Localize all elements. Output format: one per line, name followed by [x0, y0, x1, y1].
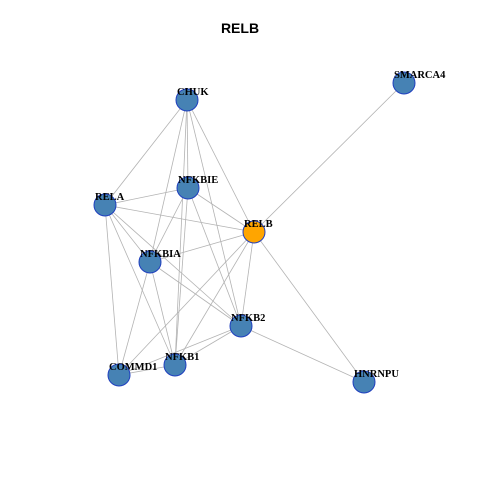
node-nfkb1	[163, 353, 187, 377]
edge-nfkb2-hnrnpu	[240, 325, 365, 383]
node-nfkb2	[229, 314, 253, 338]
node-rela	[93, 193, 117, 217]
edge-nfkbie-nfkb2	[187, 187, 242, 327]
node-label-smarca4: SMARCA4	[394, 70, 446, 81]
node-label-nfkbie: NFKBIE	[178, 175, 218, 186]
edge-relb-nfkb1	[174, 231, 255, 366]
node-hnrnpu	[352, 370, 376, 394]
node-label-nfkb1: NFKB1	[165, 352, 199, 363]
graph-title: RELB	[220, 20, 260, 36]
edge-smarca4-relb	[253, 82, 405, 233]
edge-relb-hnrnpu	[253, 231, 365, 383]
edge-rela-commd1	[104, 204, 120, 376]
edge-chuk-nfkbie	[186, 99, 189, 189]
edge-nfkbia-nfkb1	[149, 261, 176, 366]
edge-nfkbie-nfkb1	[174, 187, 189, 366]
node-relb	[242, 220, 266, 244]
edge-nfkbie-nfkbia	[149, 187, 189, 263]
node-label-relb: RELB	[244, 219, 273, 230]
edge-rela-nfkbia	[104, 204, 151, 263]
node-commd1	[107, 363, 131, 387]
edge-nfkbie-relb	[187, 187, 255, 233]
edge-nfkbia-nfkb2	[149, 261, 242, 327]
edge-rela-relb	[104, 204, 255, 233]
edge-layer	[104, 82, 405, 383]
edge-relb-nfkbia	[149, 231, 255, 263]
edge-chuk-nfkb2	[186, 99, 242, 327]
node-layer	[93, 71, 416, 394]
node-nfkbie	[176, 176, 200, 200]
edge-chuk-rela	[104, 99, 188, 206]
node-label-hnrnpu: HNRNPU	[354, 369, 399, 380]
edge-nfkbia-commd1	[118, 261, 151, 376]
node-smarca4	[392, 71, 416, 95]
edge-chuk-relb	[186, 99, 255, 233]
node-label-nfkb2: NFKB2	[231, 313, 265, 324]
edge-rela-nfkb2	[104, 204, 242, 327]
node-label-rela: RELA	[95, 192, 125, 203]
edge-chuk-nfkbia	[149, 99, 188, 263]
node-nfkbia	[138, 250, 162, 274]
node-label-chuk: CHUK	[177, 87, 209, 98]
edge-chuk-nfkb1	[174, 99, 188, 366]
edge-nfkb2-nfkb1	[174, 325, 242, 366]
edge-rela-nfkb1	[104, 204, 176, 366]
edge-nfkb2-commd1	[118, 325, 242, 376]
node-label-commd1: COMMD1	[109, 362, 157, 373]
edge-relb-commd1	[118, 231, 255, 376]
edge-rela-nfkbie	[104, 187, 189, 206]
edge-relb-nfkb2	[240, 231, 255, 327]
node-chuk	[175, 88, 199, 112]
node-label-nfkbia: NFKBIA	[140, 249, 181, 260]
